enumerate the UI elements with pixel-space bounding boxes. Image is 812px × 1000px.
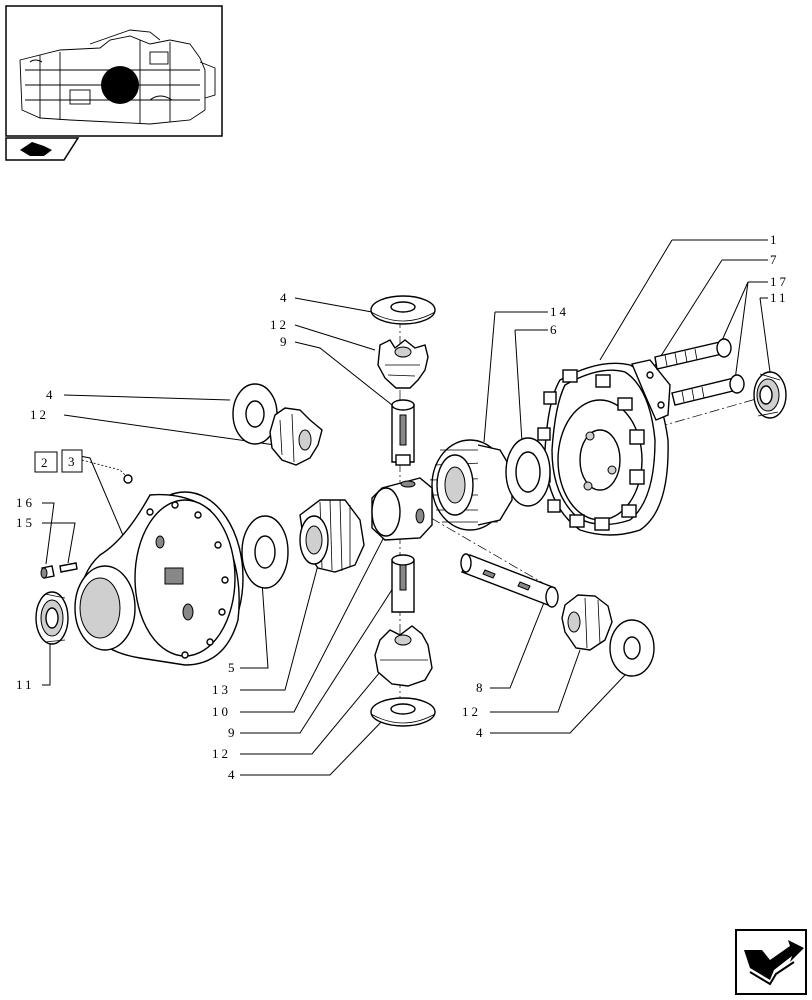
side-gear-left: [299, 499, 365, 573]
dowel-pin: [40, 565, 55, 579]
cross-shaft: [460, 553, 559, 608]
label-part-3: 3: [68, 454, 78, 469]
label-part-11-right: 11: [770, 290, 789, 305]
label-part-16: 16: [16, 495, 35, 510]
part-number-labels: 1 7 17 11 14 6 4 12 9 4 12 2 3 16 15 11 …: [16, 232, 789, 782]
case-bolts: [654, 338, 745, 406]
spider-pin-bottom: [391, 554, 415, 613]
label-part-2-box: 2: [34, 451, 58, 473]
label-part-9-bottom: 9: [228, 725, 238, 740]
label-part-13: 13: [212, 682, 231, 697]
label-part-2: 2: [41, 455, 51, 470]
differential-case-right-half: [537, 362, 669, 536]
lock-plate: [631, 359, 671, 421]
label-part-12-bottom: 12: [212, 746, 231, 761]
bearing-right: [753, 371, 787, 419]
thrust-washer-right: [505, 437, 551, 507]
assembly-location-thumbnail[interactable]: [5, 5, 223, 137]
label-part-10: 10: [212, 704, 231, 719]
thrust-washer-bottom: [370, 697, 436, 727]
side-gear-right: [431, 439, 513, 531]
label-part-15: 15: [16, 515, 35, 530]
thrust-washer-right-side: [609, 619, 655, 677]
leader-lines: [42, 239, 771, 776]
label-part-12-right: 12: [462, 704, 481, 719]
pinion-gear-top: [377, 339, 429, 389]
label-part-3-box: 3: [61, 449, 83, 473]
label-part-4-left: 4: [46, 387, 56, 402]
pinion-gear-bottom: [374, 625, 433, 687]
label-part-9-top: 9: [280, 334, 290, 349]
previous-page-arrow-icon[interactable]: [5, 137, 80, 161]
label-part-5: 5: [228, 660, 238, 675]
label-part-4-top: 4: [280, 290, 290, 305]
label-part-4-bottom: 4: [228, 767, 238, 782]
thrust-washer-top: [370, 295, 436, 325]
label-part-7: 7: [770, 252, 780, 267]
label-part-12-left: 12: [30, 407, 49, 422]
thrust-washer-left: [232, 383, 278, 445]
next-page-arrow-icon[interactable]: [735, 929, 807, 995]
label-part-6: 6: [550, 322, 560, 337]
label-part-14: 14: [550, 304, 569, 319]
case-screw: [123, 474, 133, 484]
pinion-gear-left: [269, 407, 323, 466]
spider-pin-top: [391, 399, 415, 466]
label-part-8: 8: [476, 680, 486, 695]
pinion-gear-right: [561, 594, 613, 651]
thrust-washer-left-side: [241, 515, 289, 589]
label-part-1: 1: [770, 232, 780, 247]
bearing-left: [35, 591, 69, 645]
spider-block: [371, 477, 433, 541]
label-part-17: 17: [770, 274, 789, 289]
label-part-11-left: 11: [16, 677, 35, 692]
label-part-4-right: 4: [476, 725, 486, 740]
label-part-12-top: 12: [270, 317, 289, 332]
differential-case-left-half: [74, 491, 244, 666]
spring-pin: [59, 562, 78, 573]
location-marker: [101, 66, 139, 104]
